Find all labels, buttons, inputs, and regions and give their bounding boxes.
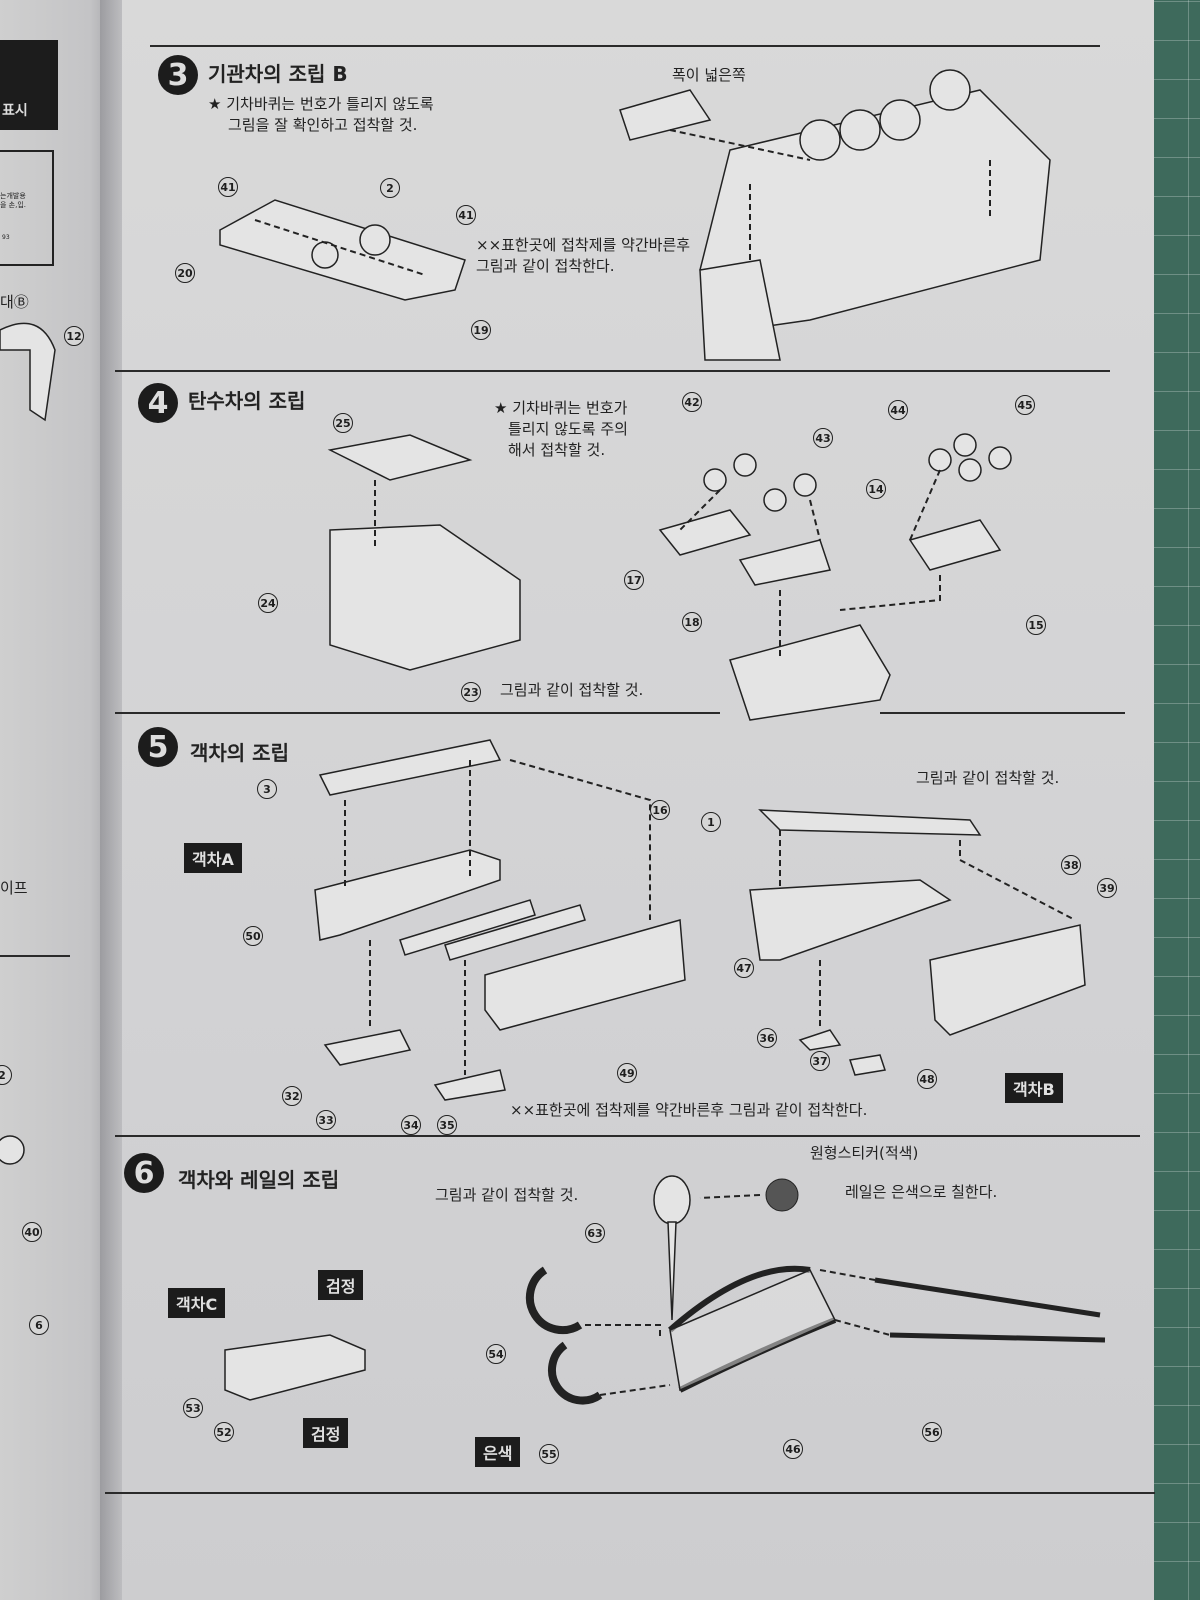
part-number: 39 <box>1097 878 1117 898</box>
part-number: 3 <box>257 779 277 799</box>
part-number: 34 <box>401 1115 421 1135</box>
step-title: 객차와 레일의 조립 <box>178 1168 340 1192</box>
step-note: ★ 기차바퀴는 번호가 <box>494 399 628 417</box>
section-divider <box>115 712 720 714</box>
step-badge: 5 <box>138 727 178 767</box>
step-note: 그림을 잘 확인하고 접착할 것. <box>228 116 418 134</box>
part-number: 17 <box>624 570 644 590</box>
glue-note: ××표한곳에 접착제를 약간바른후 그림과 같이 접착한다. <box>510 1101 868 1119</box>
black-color-tag: 검정 <box>318 1270 364 1300</box>
part-number: 37 <box>810 1051 830 1071</box>
part-number: 32 <box>282 1086 302 1106</box>
step-title: 객차의 조립 <box>190 741 289 765</box>
tender-bogie-drawing <box>658 433 1012 721</box>
part-number: 46 <box>783 1439 803 1459</box>
wide-side-label: 폭이 넓은쪽 <box>672 66 746 84</box>
part-number: 45 <box>1015 395 1035 415</box>
part-number: 23 <box>461 682 481 702</box>
part-number: 63 <box>585 1223 605 1243</box>
part-number: 15 <box>1026 615 1046 635</box>
step-title: 기관차의 조립 B <box>208 62 348 86</box>
part-number: 2 <box>0 1065 12 1085</box>
locomotive-chassis-drawing <box>619 69 1051 361</box>
coach-a-drawing <box>314 739 686 1101</box>
left-notice-code: 93 <box>2 234 10 241</box>
left-part-drawing <box>0 322 56 422</box>
sticker-label: 원형스티커(적색) <box>810 1144 919 1162</box>
part-number: 18 <box>682 612 702 632</box>
part-number: 56 <box>922 1422 942 1442</box>
left-wheel-drawing <box>0 1135 25 1165</box>
part-number: 43 <box>813 428 833 448</box>
black-color-tag: 검정 <box>303 1418 349 1448</box>
part-number: 14 <box>866 479 886 499</box>
left-notice-box: 는개발용 을 손,입. 93 <box>0 150 54 266</box>
left-header-text: 표시 <box>2 103 28 119</box>
part-number: 38 <box>1061 855 1081 875</box>
rail-assembly-drawing <box>525 1175 1106 1405</box>
car-a-tag: 객차A <box>184 843 242 873</box>
car-c-tag: 객차C <box>168 1288 226 1318</box>
bottom-divider <box>105 1492 1155 1494</box>
part-number: 41 <box>456 205 476 225</box>
part-number: 6 <box>29 1315 49 1335</box>
step-badge: 3 <box>158 55 198 95</box>
car-b-tag: 객차B <box>1005 1073 1063 1103</box>
part-number: 2 <box>380 178 400 198</box>
part-number: 42 <box>682 392 702 412</box>
step-instruction: 그림과 같이 접착할 것. <box>500 681 644 699</box>
part-number: 54 <box>486 1344 506 1364</box>
left-pipe-label: 이프 <box>0 879 28 897</box>
step-badge: 6 <box>124 1153 164 1193</box>
part-number: 40 <box>22 1222 42 1242</box>
part-number: 48 <box>917 1069 937 1089</box>
coach-b-drawing <box>749 809 1086 1076</box>
part-number: 36 <box>757 1028 777 1048</box>
coach-c-drawing <box>224 1334 366 1401</box>
glue-note: ××표한곳에 접착제를 약간바른후 <box>476 236 691 254</box>
left-page: 표시 는개발용 을 손,입. 93 대Ⓑ 이프 12 2 40 6 <box>0 0 112 1600</box>
part-number: 44 <box>888 400 908 420</box>
rail-note: 레일은 은색으로 칠한다. <box>845 1183 998 1201</box>
part-number: 52 <box>214 1422 234 1442</box>
section-divider <box>115 370 1110 372</box>
step-title: 탄수차의 조립 <box>188 389 306 413</box>
part-number: 47 <box>734 958 754 978</box>
round-sticker-icon <box>765 1178 799 1212</box>
cutting-mat-background <box>1150 0 1200 1600</box>
bogie-drawing <box>219 199 466 301</box>
part-number: 50 <box>243 926 263 946</box>
part-number: 53 <box>183 1398 203 1418</box>
tender-body-drawing <box>327 434 521 671</box>
section-divider <box>115 1135 1140 1137</box>
step-note: 해서 접착할 것. <box>508 441 606 459</box>
top-divider <box>150 45 1100 47</box>
left-notice-text: 는개발용 을 손,입. <box>0 192 26 209</box>
step-badge: 4 <box>138 383 178 423</box>
silver-color-tag: 은색 <box>475 1437 521 1467</box>
part-number: 41 <box>218 177 238 197</box>
part-number: 16 <box>650 800 670 820</box>
part-number: 24 <box>258 593 278 613</box>
part-number: 49 <box>617 1063 637 1083</box>
part-number: 55 <box>539 1444 559 1464</box>
glue-note: 그림과 같이 접착한다. <box>476 257 615 275</box>
part-number: 12 <box>64 326 84 346</box>
step-note: ★ 기차바퀴는 번호가 틀리지 않도록 <box>208 95 434 113</box>
part-number: 33 <box>316 1110 336 1130</box>
part-number: 19 <box>471 320 491 340</box>
part-number: 35 <box>437 1115 457 1135</box>
left-header-block: 표시 <box>0 40 58 130</box>
section-divider <box>880 712 1125 714</box>
left-label: 대Ⓑ <box>0 293 29 311</box>
part-number: 1 <box>701 812 721 832</box>
step-note: 틀리지 않도록 주의 <box>508 420 628 438</box>
part-number: 25 <box>333 413 353 433</box>
step-instruction: 그림과 같이 접착할 것. <box>916 769 1060 787</box>
part-number: 20 <box>175 263 195 283</box>
left-divider <box>0 955 70 957</box>
step-instruction: 그림과 같이 접착할 것. <box>435 1186 579 1204</box>
